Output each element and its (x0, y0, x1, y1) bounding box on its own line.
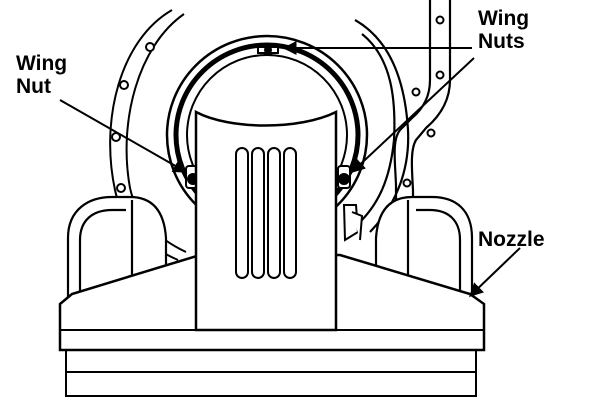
leader-lines (59, 41, 521, 297)
duct-slots (235, 147, 297, 279)
leader-left-wing-nut (59, 99, 188, 173)
clip-detail (342, 204, 364, 242)
leader-nozzle (468, 247, 521, 297)
label-wing-nuts-line2: Nuts (478, 30, 525, 53)
label-nozzle: Nozzle (478, 228, 545, 251)
leader-right-wing-nut (350, 57, 475, 173)
right-wing-nut (337, 165, 351, 189)
top-wing-nut (257, 44, 279, 56)
center-duct (194, 109, 338, 332)
label-wing-nuts-line1: Wing (478, 7, 530, 30)
label-wing-nut-line1: Wing (16, 52, 68, 75)
label-wing-nut-line2: Nut (16, 75, 51, 98)
